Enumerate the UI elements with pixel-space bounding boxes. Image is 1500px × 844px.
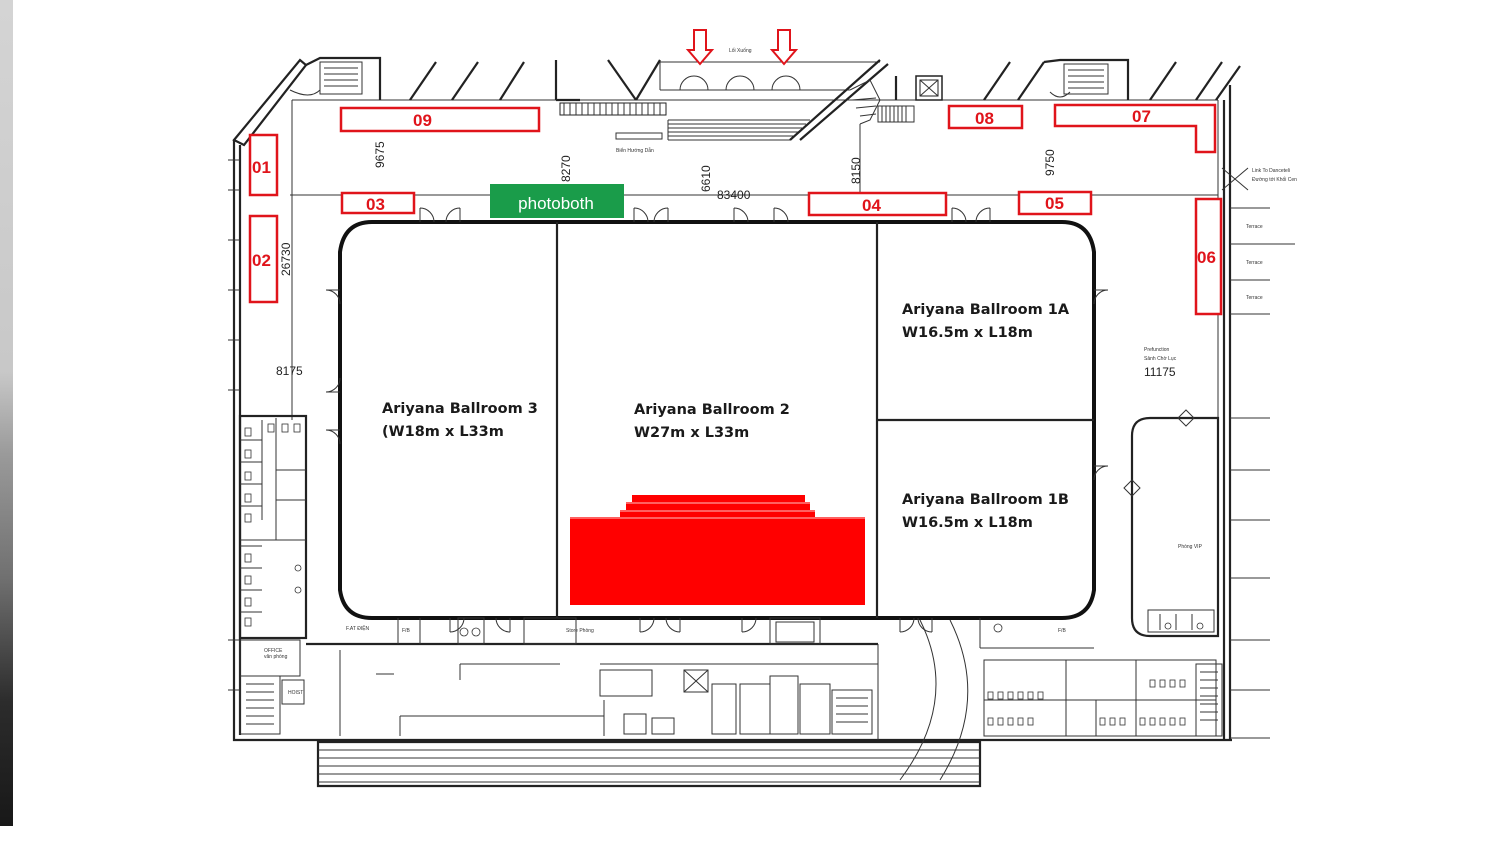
- dim-11175: 11175: [1144, 365, 1176, 379]
- label-prefunction-1: Prefunction: [1144, 347, 1170, 353]
- ballroom-2-name: Ariyana Ballroom 2: [634, 402, 790, 418]
- booth-01-label: 01: [252, 158, 271, 177]
- service-corridor: [306, 617, 1094, 788]
- ballroom-1b-name: Ariyana Ballroom 1B: [902, 492, 1069, 508]
- label-fb-left: F/B: [402, 628, 410, 634]
- stage-step-1: [620, 510, 815, 519]
- stage-step-2: [626, 502, 810, 512]
- room-labels: Ariyana Ballroom 3 (W18m x L33m Ariyana …: [382, 302, 1070, 531]
- label-hoist: HOIST: [288, 690, 303, 696]
- booth-05-label: 05: [1045, 194, 1064, 213]
- photobooth-label: photoboth: [518, 194, 594, 213]
- label-fb-right: F/B: [1058, 628, 1066, 634]
- booth-07-label: 07: [1132, 107, 1151, 126]
- photobooth[interactable]: photoboth: [490, 184, 624, 218]
- photobooth-area: [490, 184, 624, 218]
- label-link-1: Link To Danceteli: [1252, 168, 1290, 174]
- label-vip: Phòng VIP: [1178, 544, 1203, 550]
- label-terrace-3: Terrace: [1246, 295, 1263, 301]
- left-restrooms: [238, 414, 308, 735]
- label-terrace-1: Terrace: [1246, 224, 1263, 230]
- small-labels: Lối Xuống Biển Hướng Dẫn Link To Dancete…: [264, 48, 1297, 696]
- booth-07[interactable]: 07: [1053, 103, 1217, 154]
- label-link-2: Đường tới Khối Cen: [1252, 177, 1297, 183]
- booth-02[interactable]: 02: [248, 214, 279, 304]
- dim-6610: 6610: [699, 165, 713, 192]
- dim-8270: 8270: [559, 155, 573, 182]
- label-prefunction-2: Sảnh Chờ Lục: [1144, 356, 1177, 362]
- booths: 01 02 09 03 04 05 08 07: [248, 103, 1223, 316]
- ballroom-1a-name: Ariyana Ballroom 1A: [902, 302, 1070, 318]
- ballroom-1b-size: W16.5m x L18m: [902, 515, 1033, 531]
- booth-03-label: 03: [366, 195, 385, 214]
- dim-26730: 26730: [279, 242, 293, 276]
- ballroom-3-name: Ariyana Ballroom 3: [382, 401, 538, 417]
- label-office-1: OFFICE: [264, 648, 283, 654]
- booth-02-label: 02: [252, 251, 271, 270]
- booth-08[interactable]: 08: [947, 104, 1024, 130]
- top-facade: [289, 56, 1241, 195]
- dim-8175: 8175: [276, 364, 303, 378]
- booth-05[interactable]: 05: [1017, 190, 1093, 216]
- entrance-arrow-left-icon: [685, 29, 715, 66]
- booth-04-label: 04: [862, 196, 881, 215]
- booth-08-label: 08: [975, 109, 994, 128]
- dim-9750: 9750: [1043, 149, 1057, 176]
- entrance-arrow-right-icon: [769, 29, 799, 66]
- booth-04[interactable]: 04: [807, 191, 948, 217]
- dim-9675: 9675: [373, 141, 387, 168]
- ballroom-2-size: W27m x L33m: [634, 425, 749, 441]
- stage-platform: [570, 517, 865, 605]
- ballroom-3-size: (W18m x L33m: [382, 424, 504, 440]
- booth-06-label: 06: [1197, 248, 1216, 267]
- booth-03[interactable]: 03: [340, 191, 416, 215]
- booth-01[interactable]: 01: [248, 133, 279, 197]
- entrance-arrows: [685, 29, 799, 66]
- ballroom-1a-size: W16.5m x L18m: [902, 325, 1033, 341]
- vip-room: [1123, 409, 1220, 638]
- label-sign: Biển Hướng Dẫn: [616, 147, 654, 154]
- dim-8150: 8150: [849, 157, 863, 184]
- booth-09-label: 09: [413, 111, 432, 130]
- label-terrace-2: Terrace: [1246, 260, 1263, 266]
- booth-06[interactable]: 06: [1194, 197, 1223, 316]
- stage-step-3: [632, 495, 805, 504]
- right-restrooms: [983, 623, 1223, 737]
- label-store: Store Phòng: [566, 628, 594, 634]
- label-entrance: Lối Xuống: [729, 48, 752, 54]
- ballroom-block: [325, 207, 1109, 633]
- label-fatdien: F.AT ĐIỆN: [346, 624, 370, 632]
- stage: [570, 495, 865, 605]
- dimensions: 9675 8270 6610 8150 9750 83400 26730 817…: [276, 141, 1176, 379]
- label-office-2: văn phòng: [264, 654, 288, 660]
- booth-09[interactable]: 09: [339, 106, 541, 133]
- dim-83400: 83400: [717, 188, 751, 202]
- left-edge-strip: [0, 0, 13, 826]
- outer-walls: [228, 58, 1295, 742]
